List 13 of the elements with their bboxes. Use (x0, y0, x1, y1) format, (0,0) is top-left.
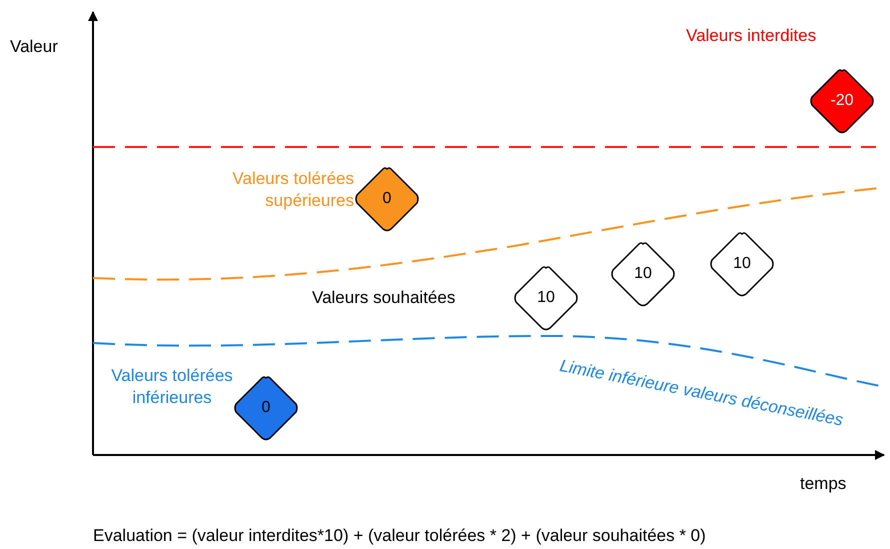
axis-label: Valeur (10, 36, 58, 58)
score-diamond: 0 (354, 166, 420, 232)
score-diamond: 10 (709, 231, 775, 297)
axis-label: temps (800, 473, 846, 495)
caption: Evaluation = (valeur interdites*10) + (valeur tolérées * 2) + (valeur souhaitées * 0) (93, 525, 706, 547)
zone-label: Valeurs souhaitées (312, 287, 456, 309)
zone-label: Valeurs interdites (686, 25, 816, 47)
score-diamond: 10 (513, 265, 579, 331)
zone-label: Valeurs tolérées inférieures (110, 365, 234, 409)
score-diamond: 0 (233, 375, 299, 441)
score-diamond: -20 (809, 68, 875, 134)
score-diamond: 10 (610, 241, 676, 307)
zone-label: Valeurs tolérées supérieures (231, 168, 354, 212)
